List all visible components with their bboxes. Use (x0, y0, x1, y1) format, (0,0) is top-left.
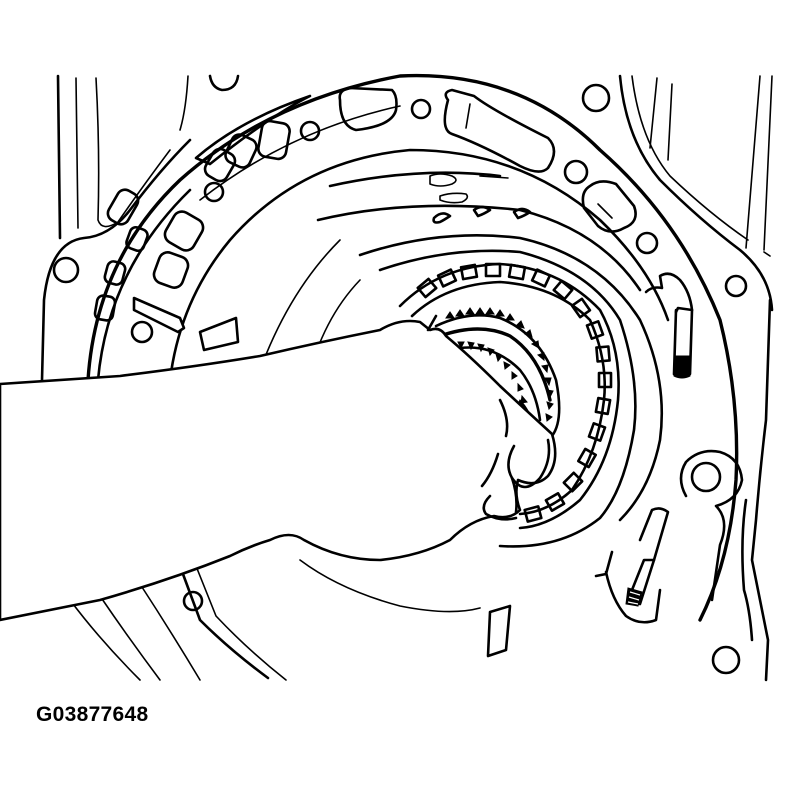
transmission-housing (40, 74, 774, 682)
stud-upper-right (644, 272, 694, 379)
figure-id-label: G03877648 (36, 703, 149, 726)
gear-teeth (445, 307, 554, 422)
stud-lower-right (594, 507, 670, 624)
drum-lugs (416, 262, 613, 523)
bearing-retainer-ring (86, 73, 739, 658)
hand (0, 314, 557, 622)
